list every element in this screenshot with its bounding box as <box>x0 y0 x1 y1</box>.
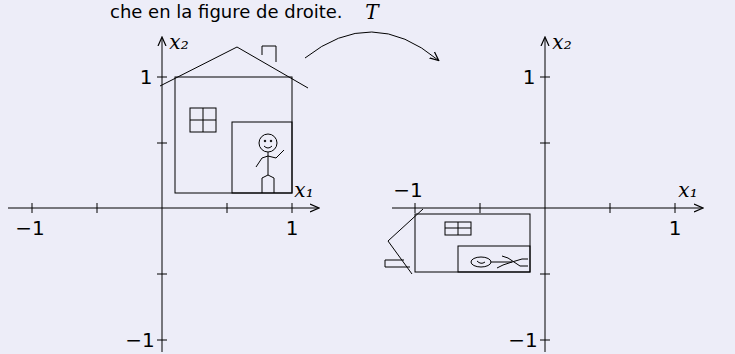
tick-label: −1 <box>508 330 537 350</box>
axis-label: x₁ <box>294 180 313 200</box>
tick-label: 1 <box>286 218 299 238</box>
tick-label: 1 <box>140 67 153 87</box>
tick-label: 1 <box>669 218 682 238</box>
axis-label: x₂ <box>169 32 188 52</box>
right-axes <box>392 38 702 352</box>
transformed-house <box>385 209 530 274</box>
map-label: T <box>365 2 378 22</box>
axis-label: x₁ <box>678 180 697 200</box>
mapping-arrow <box>305 32 438 60</box>
tick-label: −1 <box>15 218 44 238</box>
tick-label: −1 <box>393 180 422 200</box>
left-axes <box>8 38 318 352</box>
tick-label: −1 <box>125 330 154 350</box>
tick-label: 1 <box>523 67 536 87</box>
heading-text: che en la figure de droite. <box>110 3 343 21</box>
axis-label: x₂ <box>552 32 571 52</box>
house <box>160 46 308 193</box>
